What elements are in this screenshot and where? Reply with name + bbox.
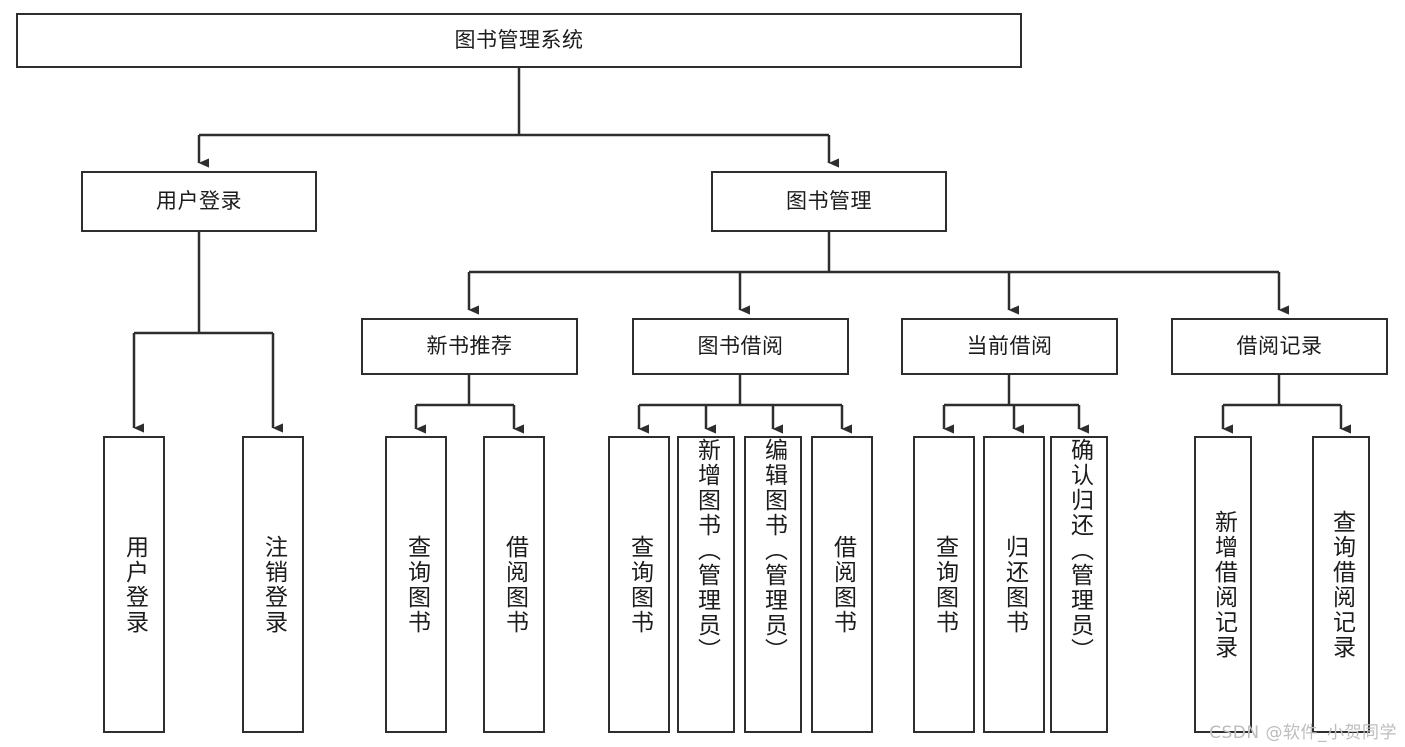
node-root[interactable]: 图书管理系统 [16, 13, 1022, 68]
node-leaf-logout-login[interactable]: 注销登录 [242, 436, 304, 733]
node-borrow-record-label: 借阅记录 [1236, 334, 1323, 359]
node-leaf-edit-book-admin[interactable]: 编辑图书（管理员） [744, 436, 802, 733]
node-current-borrow-label: 当前借阅 [966, 334, 1053, 359]
node-leaf-query-book-1-label: 查询图书 [403, 534, 430, 635]
node-leaf-user-login-label: 用户登录 [121, 534, 148, 635]
node-leaf-add-borrow-record-label: 新增借阅记录 [1210, 509, 1237, 660]
node-leaf-query-book-1[interactable]: 查询图书 [385, 436, 447, 733]
node-leaf-borrow-book-2-label: 借阅图书 [829, 534, 856, 635]
node-leaf-borrow-book-2[interactable]: 借阅图书 [811, 436, 873, 733]
node-book-borrow-label: 图书借阅 [697, 334, 784, 359]
node-user-login-label: 用户登录 [156, 189, 242, 214]
node-leaf-borrow-book-1-label: 借阅图书 [501, 534, 528, 635]
node-leaf-query-book-2[interactable]: 查询图书 [608, 436, 670, 733]
node-leaf-logout-login-label: 注销登录 [260, 534, 287, 635]
node-new-book-recommend-label: 新书推荐 [426, 334, 513, 359]
node-leaf-add-book-admin-label: 新增图书（管理员） [693, 438, 720, 663]
node-leaf-confirm-return-admin[interactable]: 确认归还（管理员） [1050, 436, 1108, 733]
node-borrow-record[interactable]: 借阅记录 [1171, 318, 1388, 375]
node-new-book-recommend[interactable]: 新书推荐 [361, 318, 578, 375]
node-leaf-query-book-3[interactable]: 查询图书 [913, 436, 975, 733]
node-leaf-query-book-3-label: 查询图书 [931, 534, 958, 635]
node-leaf-add-borrow-record[interactable]: 新增借阅记录 [1194, 436, 1252, 733]
node-book-manage-label: 图书管理 [786, 189, 872, 214]
node-leaf-query-borrow-record[interactable]: 查询借阅记录 [1312, 436, 1370, 733]
node-current-borrow[interactable]: 当前借阅 [901, 318, 1118, 375]
node-leaf-edit-book-admin-label: 编辑图书（管理员） [760, 438, 787, 663]
node-user-login[interactable]: 用户登录 [81, 171, 317, 232]
node-leaf-return-book[interactable]: 归还图书 [983, 436, 1045, 733]
node-root-label: 图书管理系统 [454, 28, 584, 53]
node-leaf-return-book-label: 归还图书 [1001, 534, 1028, 635]
node-leaf-confirm-return-admin-label: 确认归还（管理员） [1066, 438, 1093, 663]
node-leaf-query-borrow-record-label: 查询借阅记录 [1328, 509, 1355, 660]
node-leaf-borrow-book-1[interactable]: 借阅图书 [483, 436, 545, 733]
node-leaf-user-login[interactable]: 用户登录 [103, 436, 165, 733]
node-leaf-query-book-2-label: 查询图书 [626, 534, 653, 635]
node-book-borrow[interactable]: 图书借阅 [632, 318, 849, 375]
node-book-manage[interactable]: 图书管理 [711, 171, 947, 232]
node-leaf-add-book-admin[interactable]: 新增图书（管理员） [677, 436, 735, 733]
